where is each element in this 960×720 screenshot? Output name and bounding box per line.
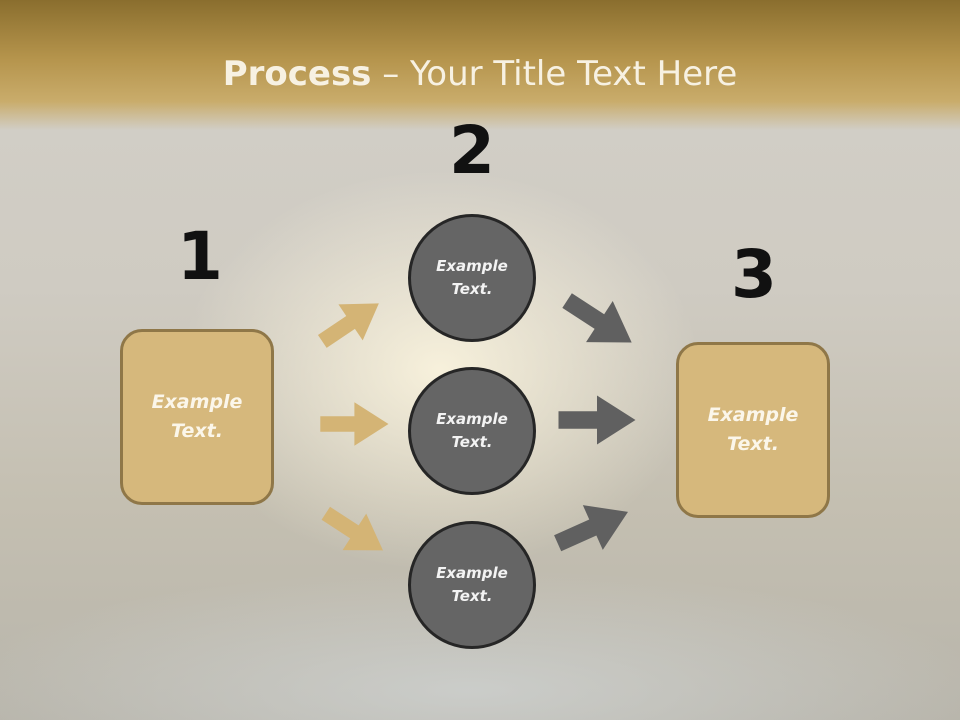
step-2-text-bottom: Example Text. <box>436 564 508 605</box>
arrow-1-to-2c <box>321 506 383 551</box>
step-2-circle-bottom: Example Text. <box>408 521 536 649</box>
arrow-2c-to-3 <box>554 505 628 552</box>
title-banner <box>0 0 960 130</box>
step-2-text-top: Example Text. <box>436 257 508 298</box>
slide-title: Process – Your Title Text Here <box>0 52 960 96</box>
arrow-2a-to-3 <box>562 293 632 343</box>
arrow-2b-to-3 <box>558 395 636 445</box>
step-2-circle-top: Example Text. <box>408 214 536 342</box>
step-1-number: 1 <box>177 218 223 295</box>
step-3-box: Example Text. <box>676 342 830 518</box>
title-bold: Process <box>222 54 372 94</box>
step-1-text: Example Text. <box>151 391 243 442</box>
step-2-number: 2 <box>449 112 495 189</box>
step-2-text-middle: Example Text. <box>436 410 508 451</box>
title-rest: – Your Title Text Here <box>371 54 738 94</box>
step-2-circle-middle: Example Text. <box>408 367 536 495</box>
arrow-1-to-2b <box>320 402 389 446</box>
arrow-1-to-2a <box>317 303 379 348</box>
step-3-number: 3 <box>731 236 777 313</box>
step-1-box: Example Text. <box>120 329 274 505</box>
step-3-text: Example Text. <box>707 404 799 455</box>
